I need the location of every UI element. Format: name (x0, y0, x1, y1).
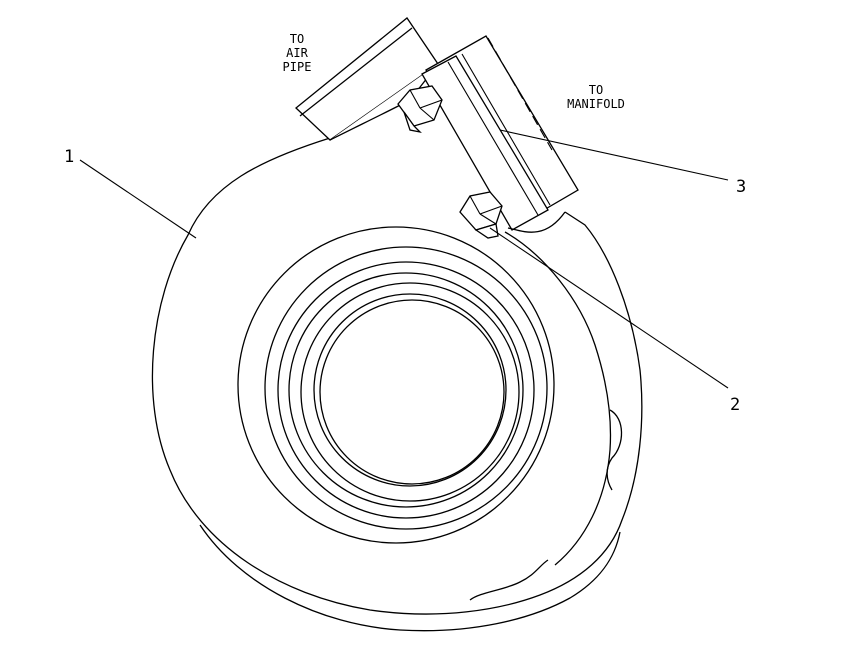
manifold-label-line2: MANIFOLD (567, 97, 625, 111)
leader-3 (499, 129, 729, 181)
leader-1 (79, 159, 197, 239)
inlet-rings (237, 226, 555, 544)
leader-2 (489, 227, 729, 389)
turbine-housing (151, 137, 643, 632)
callout-1: 1 (64, 147, 74, 167)
air-pipe-label-line3: PIPE (283, 60, 312, 74)
manifold-label: TO MANIFOLD (567, 83, 625, 111)
manifold-label-line1: TO (589, 83, 603, 97)
leader-lines (79, 129, 729, 389)
air-pipe-label-line1: TO (290, 32, 304, 46)
callout-3: 3 (736, 177, 746, 197)
callout-2: 2 (730, 395, 740, 415)
air-pipe-label-line2: AIR (286, 46, 308, 60)
air-pipe-outlet (295, 17, 439, 141)
air-pipe-label: TO AIR PIPE (283, 32, 312, 74)
upper-bolt (397, 85, 443, 134)
lower-bolt (459, 191, 503, 239)
